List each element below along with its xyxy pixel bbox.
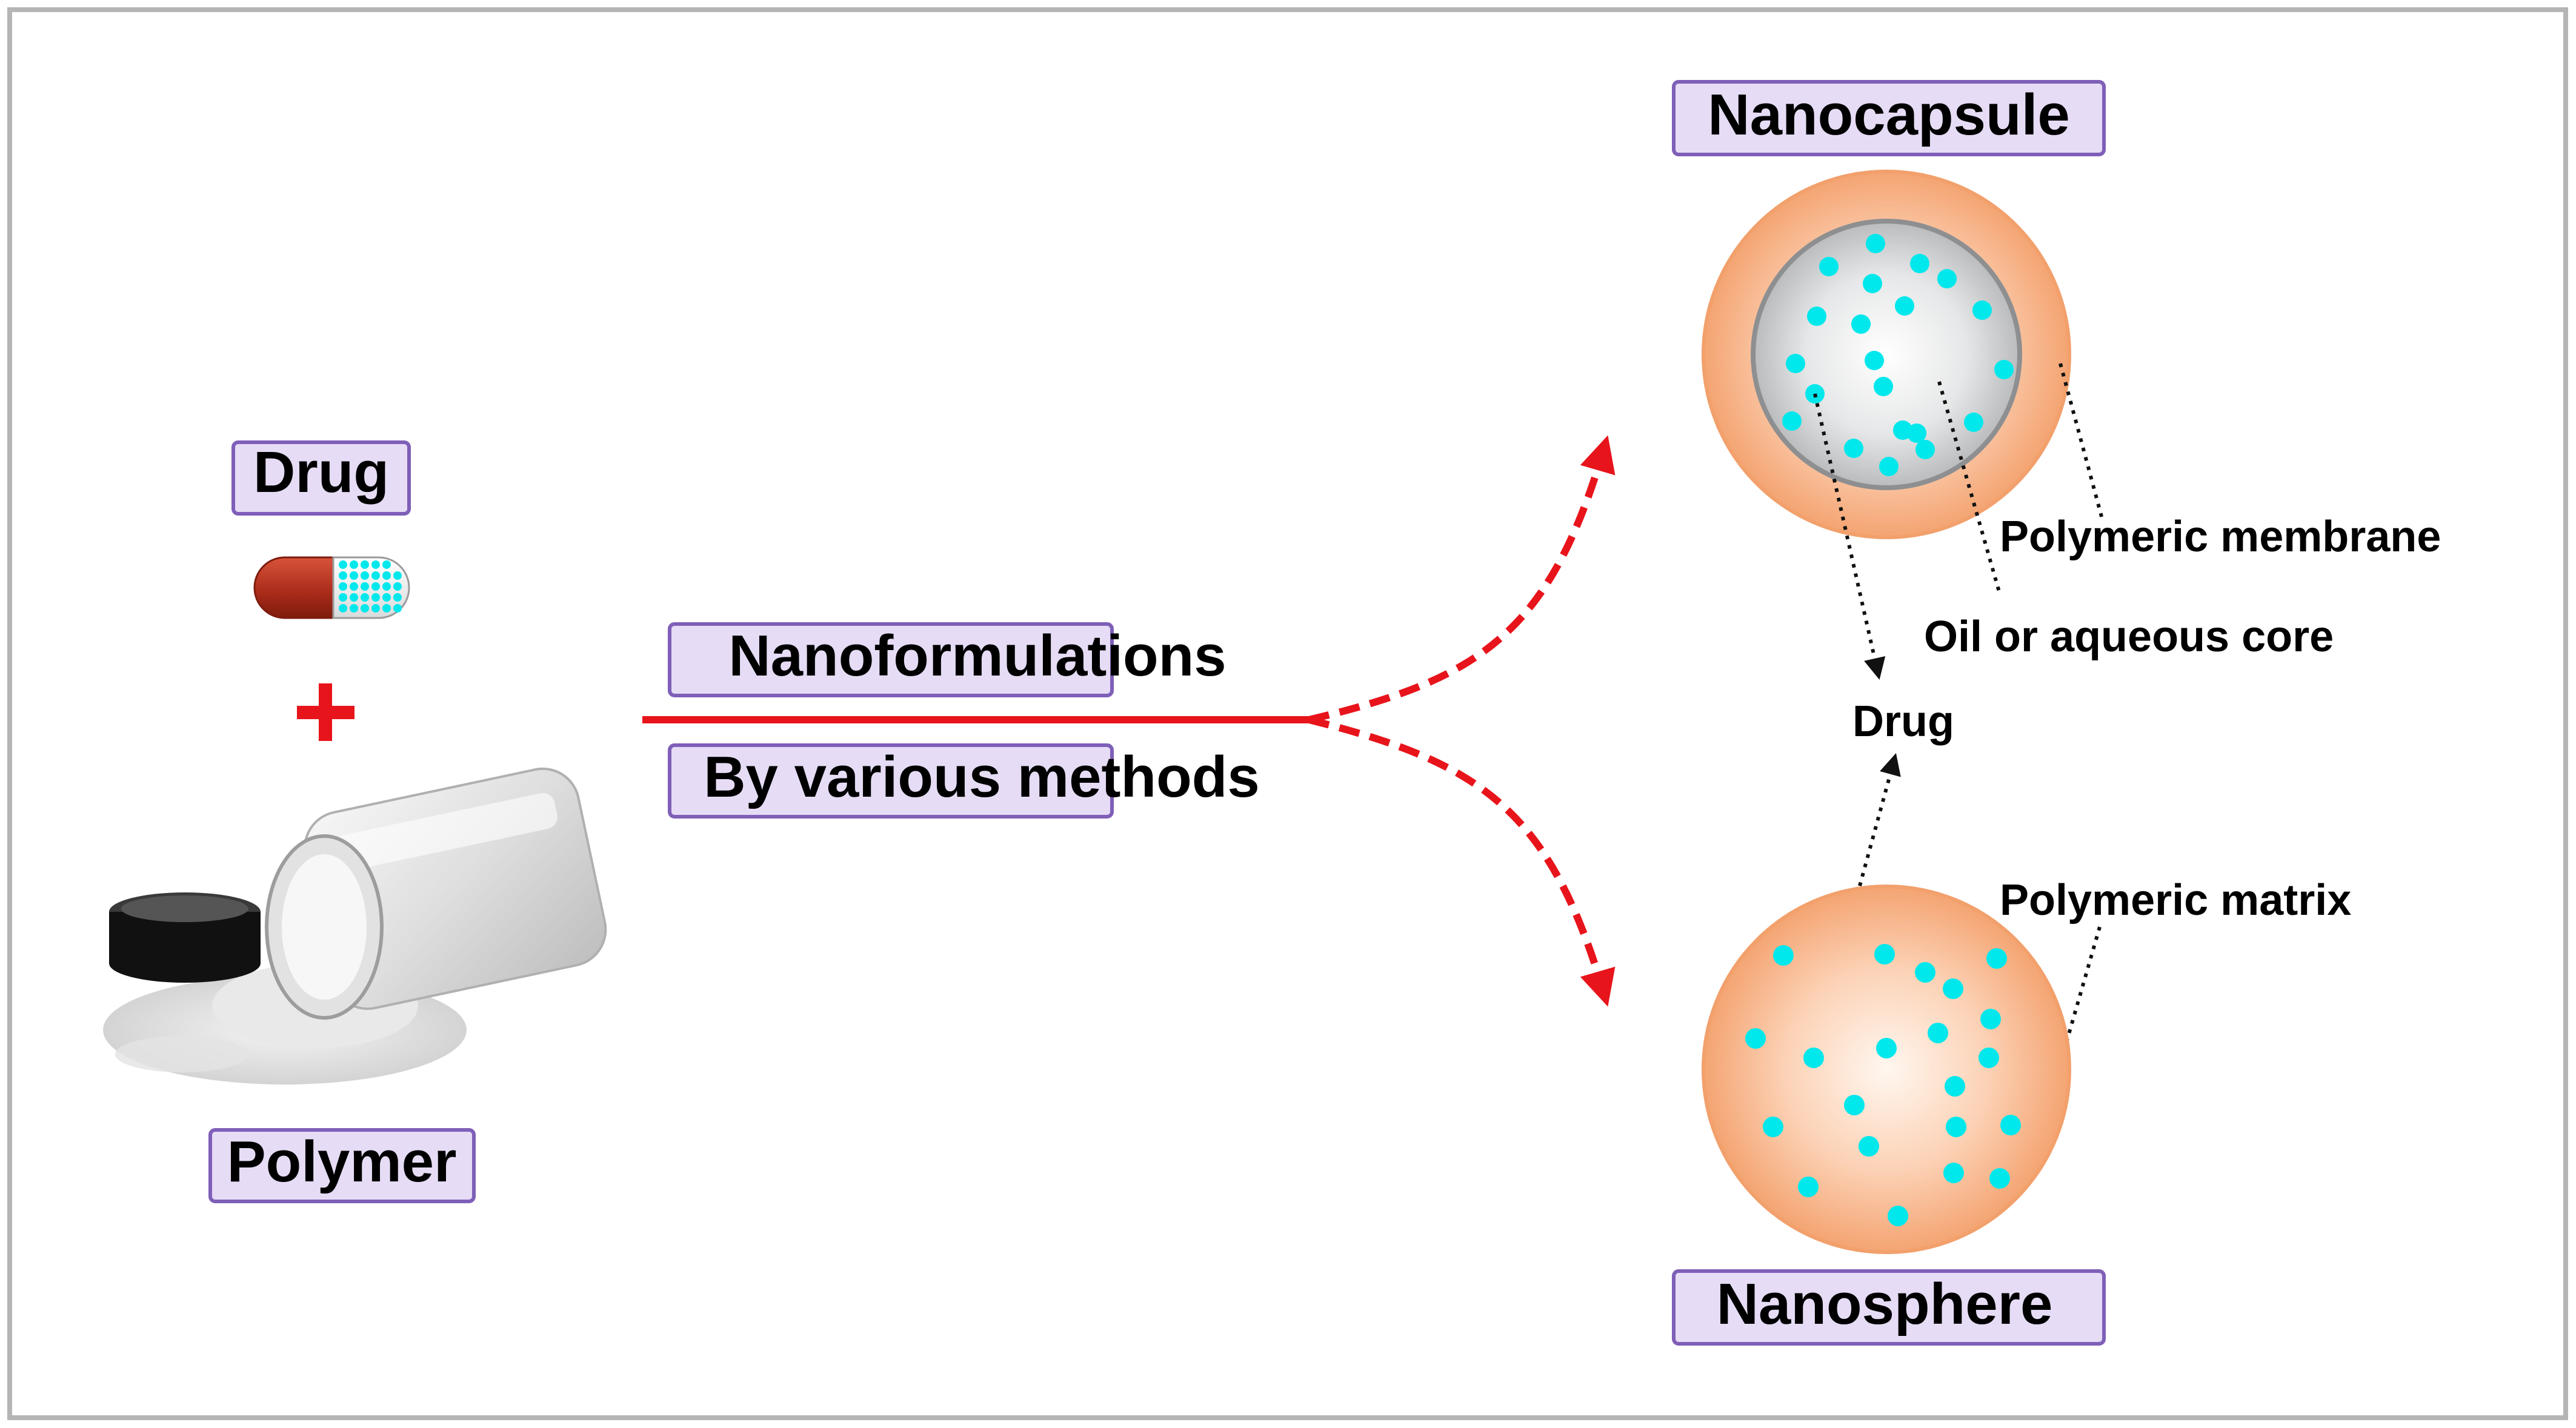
drug-dot bbox=[1946, 1117, 1966, 1137]
drug-dot bbox=[1943, 1163, 1964, 1183]
drug-dot bbox=[371, 604, 380, 613]
methods-label-box: By various methods bbox=[668, 743, 1260, 819]
drug-label: Drug bbox=[253, 440, 389, 505]
drug-dot bbox=[1819, 257, 1839, 276]
drug-dot bbox=[1928, 1023, 1948, 1043]
capsule-icon bbox=[253, 556, 410, 619]
drug-dot bbox=[1910, 254, 1929, 273]
drug-dot bbox=[1745, 1028, 1766, 1049]
drug-dot bbox=[1980, 1009, 2001, 1029]
drug-dot bbox=[2000, 1115, 2021, 1135]
drug-dot bbox=[393, 582, 402, 591]
drug-dot bbox=[371, 582, 380, 591]
drug-dot bbox=[1964, 413, 1983, 432]
drug-dot bbox=[1763, 1117, 1783, 1137]
drug-dot bbox=[361, 593, 369, 602]
methods-label: By various methods bbox=[704, 745, 1260, 809]
drug-dot bbox=[1844, 439, 1863, 458]
drug-dot bbox=[1865, 351, 1884, 370]
drug-dot bbox=[361, 604, 369, 613]
arrow-to-nanosphere bbox=[1308, 716, 1616, 1007]
drug-dot bbox=[339, 571, 347, 580]
drug-dot bbox=[1773, 945, 1794, 966]
drug-dot bbox=[350, 560, 358, 569]
drug-dot bbox=[350, 582, 358, 591]
drug-dot bbox=[1945, 1076, 1965, 1097]
drug-dot bbox=[1986, 948, 2007, 969]
drug-dot bbox=[1895, 296, 1914, 316]
drug-dot bbox=[1915, 962, 1935, 983]
nanosphere-label: Nanosphere bbox=[1717, 1272, 2053, 1337]
drug-dot bbox=[382, 560, 391, 569]
drug-dot bbox=[1972, 301, 1992, 320]
drug-label-box: Drug bbox=[231, 440, 411, 516]
nanoformulations-label: Nanoformulations bbox=[728, 623, 1226, 688]
drug-dot bbox=[1844, 1095, 1865, 1115]
drug-dot bbox=[1915, 440, 1935, 459]
drug-dot bbox=[1989, 1168, 2010, 1189]
drug-dot bbox=[382, 593, 391, 602]
drug-dot bbox=[339, 604, 347, 613]
drug-center-label: Drug bbox=[1852, 697, 1954, 746]
drug-dot bbox=[339, 593, 347, 602]
drug-dot bbox=[1874, 944, 1895, 965]
nanocapsule-label: Nanocapsule bbox=[1708, 82, 2070, 147]
drug-dot bbox=[1863, 274, 1882, 293]
powder-bottle-icon bbox=[103, 767, 607, 1084]
polymer-label-box: Polymer bbox=[208, 1128, 476, 1203]
nanosphere-particle bbox=[1702, 885, 2071, 1254]
polymer-label: Polymer bbox=[227, 1129, 457, 1194]
drug-dot bbox=[382, 604, 391, 613]
drug-dot bbox=[371, 560, 380, 569]
drug-dot bbox=[393, 593, 402, 602]
nanocapsule-particle bbox=[1702, 170, 2071, 539]
drug-dot bbox=[361, 582, 369, 591]
drug-dot bbox=[393, 604, 402, 613]
drug-dot bbox=[1851, 314, 1871, 334]
oil-core-label: Oil or aqueous core bbox=[1924, 613, 2334, 661]
drug-dot bbox=[1888, 1206, 1908, 1226]
drug-dot bbox=[1786, 354, 1805, 373]
nanocapsule-label-box: Nanocapsule bbox=[1672, 80, 2106, 156]
polymeric-membrane-label: Polymeric membrane bbox=[2000, 513, 2441, 561]
drug-dot bbox=[361, 560, 369, 569]
drug-dot bbox=[1994, 360, 2014, 379]
polymeric-matrix-label: Polymeric matrix bbox=[2000, 876, 2351, 925]
drug-dot bbox=[1866, 234, 1885, 253]
drug-dot bbox=[1798, 1177, 1819, 1197]
arrow-to-nanocapsule bbox=[1308, 435, 1616, 723]
drug-dot bbox=[361, 571, 369, 580]
drug-dot bbox=[1874, 377, 1893, 396]
drug-dot bbox=[350, 604, 358, 613]
drug-dot bbox=[350, 593, 358, 602]
drug-dot bbox=[1879, 457, 1899, 476]
drug-dot bbox=[382, 582, 391, 591]
drug-dot bbox=[393, 571, 402, 580]
polymeric-matrix bbox=[1702, 885, 2071, 1254]
core bbox=[1751, 219, 2022, 490]
drug-dot bbox=[382, 571, 391, 580]
drug-dot bbox=[350, 571, 358, 580]
drug-dot bbox=[371, 571, 380, 580]
drug-dot bbox=[1876, 1038, 1897, 1058]
nanosphere-label-box: Nanosphere bbox=[1672, 1269, 2106, 1346]
plus-icon bbox=[297, 683, 354, 741]
outer-frame bbox=[7, 7, 2568, 1420]
drug-dot bbox=[339, 582, 347, 591]
drug-dot bbox=[1782, 411, 1802, 431]
drug-dot bbox=[371, 593, 380, 602]
drug-dot bbox=[1979, 1048, 1999, 1068]
drug-dot bbox=[1803, 1048, 1824, 1068]
drug-dot bbox=[1907, 423, 1926, 443]
drug-dot bbox=[1937, 269, 1957, 288]
nanoformulations-label-box: Nanoformulations bbox=[668, 622, 1226, 697]
drug-dot bbox=[1943, 978, 1963, 999]
drug-dot bbox=[1859, 1136, 1879, 1157]
drug-dot bbox=[339, 560, 347, 569]
drug-dot bbox=[1807, 307, 1826, 326]
